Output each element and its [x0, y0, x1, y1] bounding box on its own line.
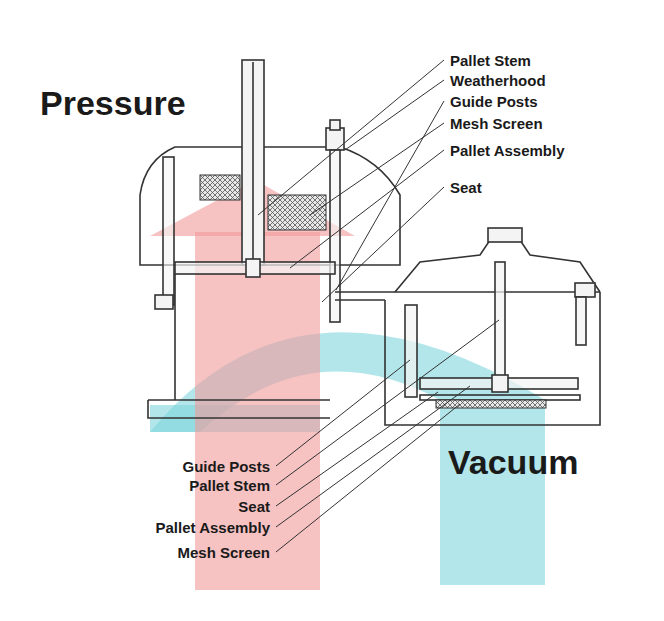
- part-name: Pallet Assembly: [156, 520, 271, 535]
- part-name: Pallet Stem: [189, 478, 270, 493]
- part-name: Pallet Assembly: [450, 143, 565, 158]
- part-name: Guide Posts: [182, 459, 270, 474]
- flow-title: Vacuum: [448, 445, 578, 479]
- flow-title: Pressure: [40, 86, 186, 120]
- part-name: Seat: [450, 180, 482, 195]
- part-name: Guide Posts: [450, 94, 538, 109]
- part-name: Seat: [238, 499, 270, 514]
- part-name: Mesh Screen: [450, 116, 543, 131]
- part-name: Pallet Stem: [450, 53, 531, 68]
- mesh-screen: [200, 175, 546, 408]
- valve-housing: [140, 60, 600, 425]
- part-name: Mesh Screen: [177, 545, 270, 560]
- part-name: Weatherhood: [450, 73, 546, 88]
